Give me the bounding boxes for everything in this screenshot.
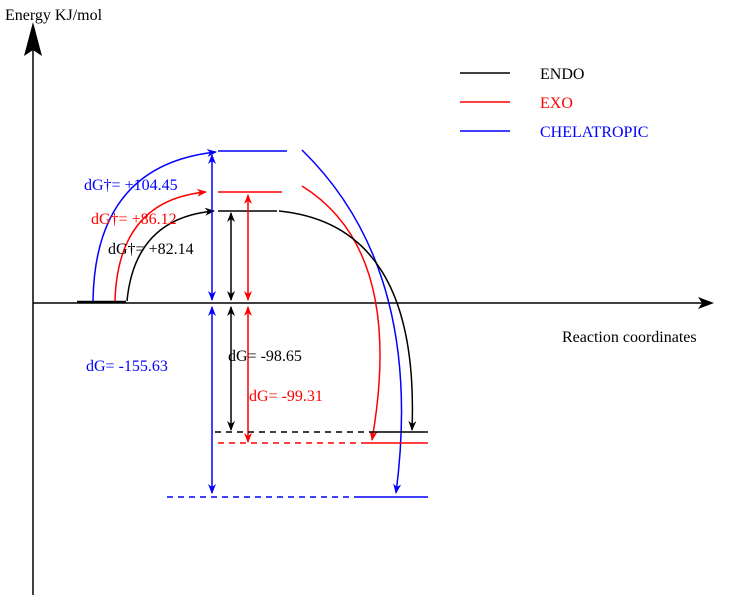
legend-endo: ENDO [540,66,584,83]
endo-reaction-label: dG= -98.65 [228,348,302,365]
y-axis-label: Energy KJ/mol [5,7,103,24]
exo-activation-label: dG†= +86.12 [91,211,177,228]
endo-descent-arrow [278,210,417,431]
exo-reaction-label: dG= -99.31 [249,388,323,405]
legend-chelatropic: CHELATROPIC [540,124,648,141]
y-axis [24,22,42,595]
chelatropic-reaction-label: dG= -155.63 [86,358,168,375]
exo-ascent-arrow [114,188,207,302]
chelatropic-descent-arrow [301,149,403,494]
chelatropic-activation-label: dG†= +104.45 [84,177,178,194]
exo-descent-arrow [301,185,381,441]
endo-activation-label: dG†= +82.14 [108,241,194,258]
x-axis-label: Reaction coordinates [562,329,697,346]
legend: ENDO EXO CHELATROPIC [460,66,648,141]
endo-ascent-arrow [126,207,215,302]
legend-exo: EXO [540,95,573,112]
x-axis [33,297,714,309]
chelatropic-ascent-arrow [92,148,217,302]
